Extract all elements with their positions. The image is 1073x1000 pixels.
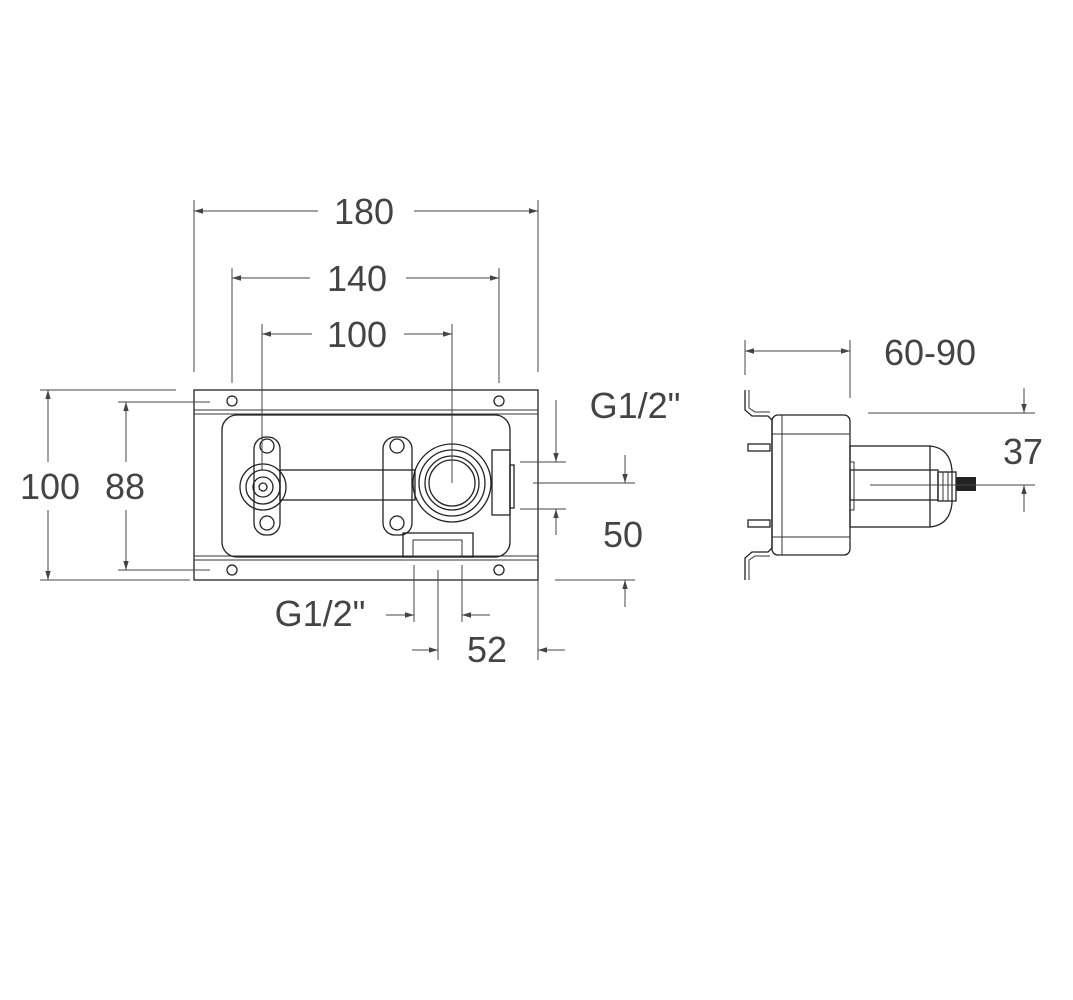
screw-icon xyxy=(259,515,275,531)
front-view: 180 140 100 100 88 G1/2" 5 xyxy=(20,191,680,670)
dim-52-label: 52 xyxy=(467,629,507,670)
dim-100-label: 100 xyxy=(327,314,387,355)
right-bracket xyxy=(382,436,413,536)
valve-body xyxy=(771,414,851,556)
extension-sleeve xyxy=(849,445,931,528)
dim-g12-side-label: G1/2" xyxy=(590,385,681,426)
screw-icon xyxy=(259,438,275,454)
mounting-holes xyxy=(226,395,505,576)
screw-icon xyxy=(389,438,405,454)
thread xyxy=(937,471,957,502)
dim-37-label: 37 xyxy=(1003,431,1043,472)
mounting-plate xyxy=(193,389,539,581)
recess-box xyxy=(221,414,511,558)
wall-bracket xyxy=(744,390,773,580)
dim-180-label: 180 xyxy=(334,191,394,232)
dim-50-label: 50 xyxy=(603,514,643,555)
valve-stem xyxy=(956,477,976,491)
dim-140-label: 140 xyxy=(327,258,387,299)
side-outlet xyxy=(491,449,511,516)
left-valve xyxy=(239,463,287,511)
dim-88-label: 88 xyxy=(105,466,145,507)
screw-icon xyxy=(389,515,405,531)
connecting-pipe xyxy=(279,469,416,501)
dim-60-90-label: 60-90 xyxy=(884,332,976,373)
dim-100-height-label: 100 xyxy=(20,466,80,507)
dim-g12-bottom-label: G1/2" xyxy=(275,593,366,634)
side-view: 60-90 37 xyxy=(744,332,1043,580)
